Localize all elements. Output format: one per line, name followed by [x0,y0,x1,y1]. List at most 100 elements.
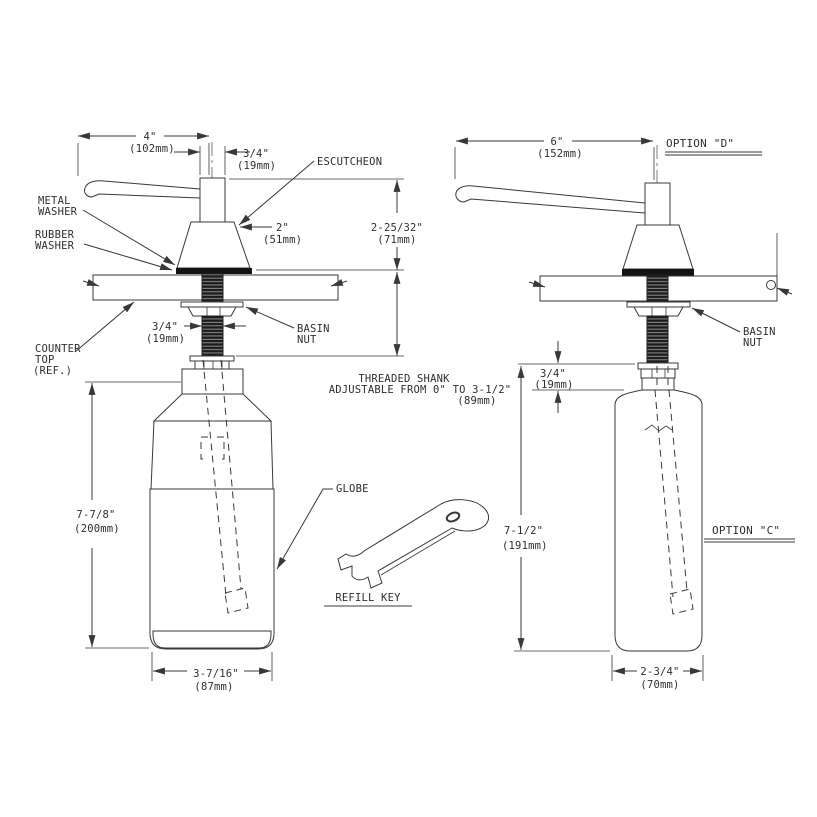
escutcheon [622,224,694,270]
threaded-shank-upper [201,273,224,303]
counter-top-label: COUNTER [35,343,81,355]
counter-break-arrow [528,280,546,288]
dim-spout-reach-in: 6" [550,136,563,148]
right-view: 6" (152mm) OPTION "D" BASIN NUT 3/4" (19… [454,136,795,691]
shank-note: (89mm) [457,395,496,407]
collar-flange [189,355,235,362]
refill-key-edge [380,530,456,576]
pump-body [644,182,671,226]
counter-break-arrow [776,287,793,296]
dim-spout-reach: 4" (102mm) [77,131,210,176]
threaded-shank [201,315,224,357]
dim-bottle-width-mm: (70mm) [640,679,679,691]
shank-note: THREADED SHANK [358,373,450,385]
bottle-body [614,389,703,652]
dim-spout-reach-mm: (102mm) [129,143,175,155]
basin-nut-label: NUT [297,334,317,346]
pump-body [199,177,226,223]
dim-globe-height: 7-7/8" (200mm) [74,381,181,649]
mounting-washer [622,269,694,276]
basin-nut-label: BASIN [297,323,330,335]
dim-shank-width-in: 3/4" [152,321,178,333]
dip-tube-break [644,424,673,432]
counter-top-label: TOP [35,354,55,366]
basin-nut-label: NUT [743,337,763,349]
dim-bottle-width-in: 2-3/4" [640,666,679,678]
dim-spout-reach: 6" (152mm) [454,136,655,180]
dim-globe-width-mm: (87mm) [194,681,233,693]
shank-note: ADJUSTABLE FROM 0" TO 3-1/2" [329,384,512,396]
basin-nut-flange [180,301,244,308]
rubber-washer-label: RUBBER [35,229,75,241]
counter-break-arrow [82,279,100,287]
metal-washer-callout: METAL WASHER [38,195,176,266]
dim-shank-width-mm: (19mm) [146,333,185,345]
dip-tube [654,389,674,598]
dip-tube-foot [224,587,249,614]
threaded-shank-note: THREADED SHANK ADJUSTABLE FROM 0" TO 3-1… [329,373,512,407]
counter-top-label: (REF.) [33,365,72,377]
globe-callout: GLOBE [276,483,369,570]
refill-key-drawing: REFILL KEY [324,499,490,607]
option-c-label: OPTION "C" [712,524,780,537]
refill-key-hole [445,511,461,523]
basin-nut [187,306,237,317]
basin-nut [633,306,684,317]
basin-nut-callout: BASIN NUT [691,307,776,349]
spout [455,185,646,214]
bottle-cap [640,368,676,379]
globe-body [149,488,275,650]
hidden-pump-detail [217,436,225,460]
dim-escutcheon-width-mm: (51mm) [263,234,302,246]
dim-bottle-height-in: 7-1/2" [504,525,543,537]
rubber-washer-callout: RUBBER WASHER [35,229,173,271]
refill-key-label: REFILL KEY [335,592,401,604]
dim-height-above-counter: 2-25/32" (71mm) [229,178,423,357]
dip-tube [668,389,688,592]
dip-tube-foot [669,588,694,615]
spout [84,180,201,199]
dim-spout-offset-mm: (19mm) [237,160,276,172]
dim-shank-width: 3/4" (19mm) [146,321,246,345]
hidden-pump-detail [200,436,208,460]
dim-spout-reach-in: 4" [143,131,156,143]
metal-washer-label: METAL [38,195,71,207]
counter-top-callout: COUNTER TOP (REF.) [33,301,135,377]
dim-globe-height-mm: (200mm) [74,523,120,535]
escutcheon-label: ESCUTCHEON [317,156,382,168]
counter-break-arrow [330,279,348,287]
dim-height-above-counter-mm: (71mm) [377,234,416,246]
bottle-neck [641,377,675,391]
threaded-shank-upper [646,274,669,303]
metal-washer-label: WASHER [38,206,78,218]
counter-reference-point [766,280,776,290]
dim-globe-width-in: 3-7/16" [193,668,239,680]
dim-height-above-counter-in: 2-25/32" [371,222,423,234]
dim-cap-height: 3/4" (19mm) [518,341,635,413]
dim-cap-height-in: 3/4" [540,368,566,380]
dim-spout-offset-in: 3/4" [243,148,269,160]
basin-nut-callout: BASIN NUT [245,306,330,346]
threaded-shank [646,315,669,364]
dim-cap-height-mm: (19mm) [534,379,573,391]
collar-tabs [194,360,230,370]
dip-tube [220,359,242,590]
dim-bottle-height: 7-1/2" (191mm) [502,366,610,652]
bottle-collar [181,368,244,395]
dim-spout-offset: 3/4" (19mm) [174,146,276,175]
rubber-washer-label: WASHER [35,240,75,252]
globe-label: GLOBE [336,483,369,495]
basin-nut-label: BASIN [743,326,776,338]
escutcheon-callout: ESCUTCHEON [238,156,382,226]
bottle-shoulder [152,393,273,422]
basin-nut-flange [626,301,691,308]
mounting-washer [176,268,252,274]
globe-knurled-collar [150,420,274,490]
bottle-cap-flange [637,362,679,370]
dip-tube [202,359,227,597]
dim-globe-width: 3-7/16" (87mm) [151,652,273,693]
option-c-callout: OPTION "C" [704,524,795,543]
dim-bottle-height-mm: (191mm) [502,540,548,552]
